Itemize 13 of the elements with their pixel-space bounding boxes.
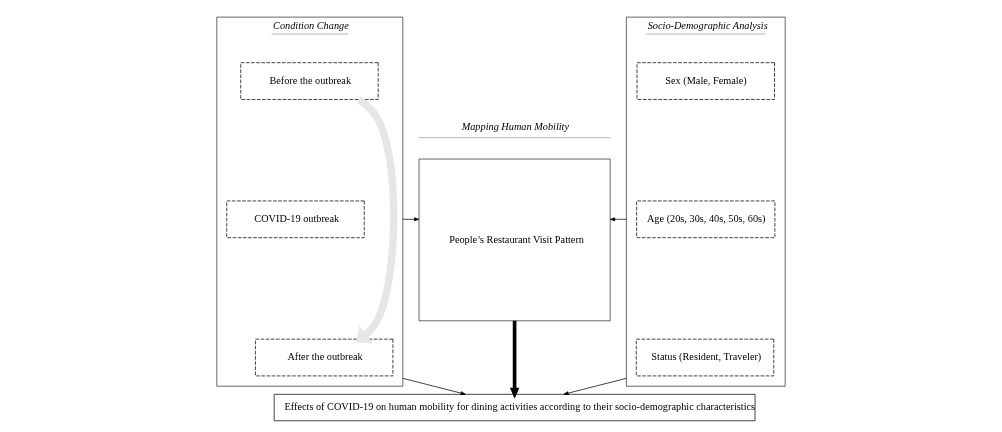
- arrow: [509, 320, 520, 399]
- arrow: [563, 377, 627, 396]
- arrow: [356, 96, 398, 344]
- arrow: [402, 217, 420, 222]
- node-box: Age (20s, 30s, 40s, 50s, 60s): [636, 200, 776, 239]
- node-label: Mapping Human Mobility: [461, 120, 570, 132]
- node-box: COVID-19 outbreak: [226, 200, 365, 239]
- node-box: Sex (Male, Female): [636, 62, 775, 100]
- node-box: Status (Resident, Traveler): [635, 338, 775, 377]
- arrow: [610, 217, 627, 222]
- node-box: Before the outbreak: [240, 62, 379, 100]
- arrow: [402, 377, 466, 396]
- node-box: After the outbreak: [255, 338, 394, 377]
